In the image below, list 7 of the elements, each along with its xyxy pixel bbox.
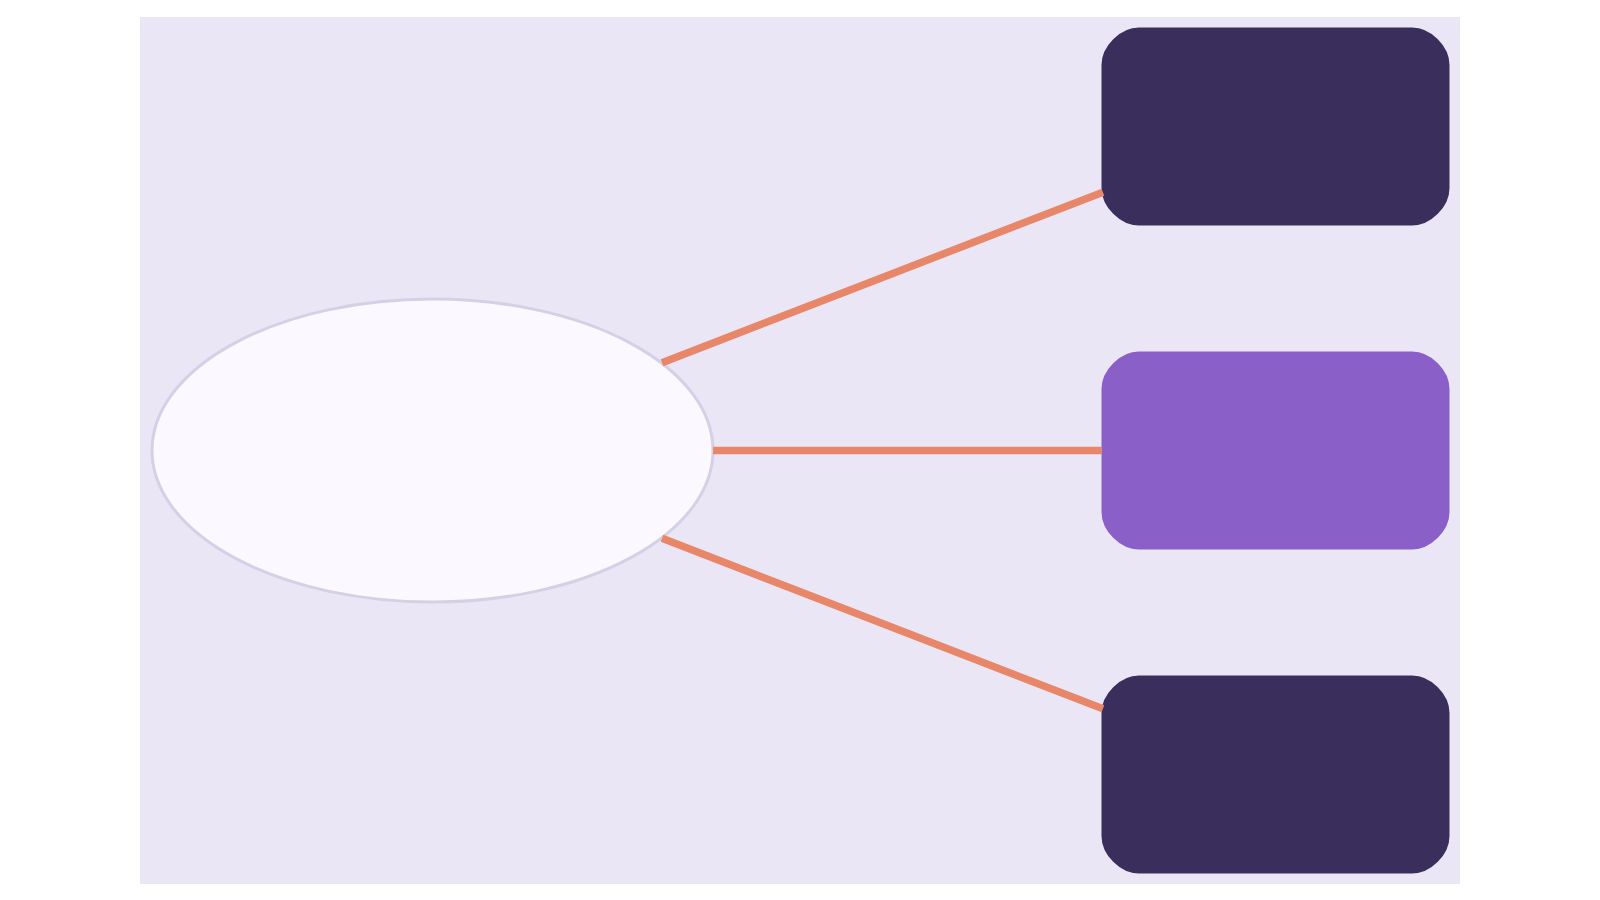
node-box <box>1101 675 1450 873</box>
connector <box>660 534 1105 712</box>
connector <box>713 446 1102 454</box>
node-cloud <box>150 297 715 603</box>
connector <box>660 188 1105 366</box>
node-box <box>1101 27 1450 225</box>
node-box <box>1101 351 1450 549</box>
